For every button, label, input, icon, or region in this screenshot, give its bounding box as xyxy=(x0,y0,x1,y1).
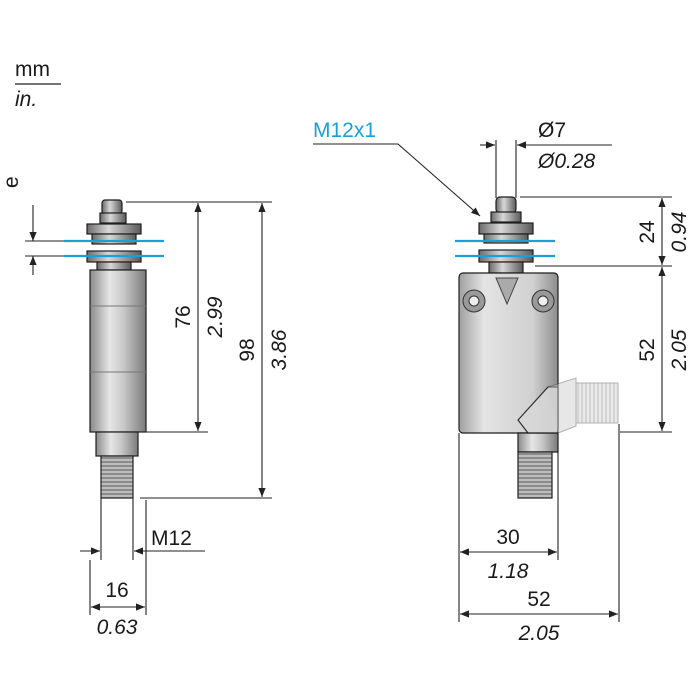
dim-52v-in: 2.05 xyxy=(668,329,691,371)
dim-30-mm: 30 xyxy=(496,526,519,549)
front-body xyxy=(458,272,559,434)
dim-front-52-horizontal: 52 2.05 xyxy=(460,424,620,645)
thread-plunger-label: M12x1 xyxy=(313,119,376,142)
dia-in-label: Ø0.28 xyxy=(537,150,596,173)
side-view-switch xyxy=(86,199,147,499)
side-washer xyxy=(91,233,137,245)
e-label: e xyxy=(0,176,23,188)
side-connector-base xyxy=(95,431,139,457)
front-connector-thread xyxy=(517,451,553,499)
dim-front-52-vertical: 52 2.05 xyxy=(620,267,691,433)
alternate-connector-ghost xyxy=(547,377,619,434)
unit-primary: mm xyxy=(15,58,50,81)
side-collar xyxy=(96,261,132,271)
dim-side-16: 16 0.63 xyxy=(89,500,147,639)
front-connector-base xyxy=(517,432,559,453)
front-view-switch xyxy=(458,196,619,499)
front-collar xyxy=(488,261,524,274)
front-nut-top xyxy=(478,222,534,235)
side-plunger-nut xyxy=(99,212,127,224)
dia-mm-label: Ø7 xyxy=(538,119,566,142)
thread-connector-label: M12 xyxy=(151,527,192,550)
front-body-notch xyxy=(495,277,519,306)
mounting-hole-right-inner xyxy=(537,295,549,307)
side-connector-thread xyxy=(100,455,134,499)
unit-legend: mm in. xyxy=(15,58,61,111)
mounting-hole-left-inner xyxy=(468,295,480,307)
front-plunger-nut xyxy=(490,211,522,223)
dim-side-m12: M12 xyxy=(80,498,205,560)
callout-leader xyxy=(313,143,481,217)
front-connector-wedge xyxy=(517,386,559,434)
side-body xyxy=(89,269,147,433)
front-plunger xyxy=(495,196,517,214)
dim-98-in: 3.86 xyxy=(268,329,291,370)
dim-front-diameter: Ø7 Ø0.28 xyxy=(480,119,612,198)
dim-76-mm: 76 xyxy=(172,305,195,328)
dim-24-in: 0.94 xyxy=(668,212,691,253)
side-plunger xyxy=(101,199,123,215)
dim-52h-mm: 52 xyxy=(527,588,550,611)
dim-front-24: 24 0.94 xyxy=(520,196,691,267)
dim-16-in: 0.63 xyxy=(97,616,138,639)
side-nut-top xyxy=(86,223,142,235)
e-marker: e xyxy=(0,176,164,275)
dim-98-mm: 98 xyxy=(236,338,259,361)
ghost-connector-thread xyxy=(575,382,619,424)
dim-16-mm: 16 xyxy=(105,579,128,602)
dim-52h-in: 2.05 xyxy=(518,622,560,645)
unit-secondary: in. xyxy=(15,88,37,111)
dim-front-30: 30 1.18 xyxy=(458,433,559,622)
callout-m12x1: M12x1 xyxy=(313,119,481,217)
dim-side-98: 98 3.86 xyxy=(140,201,291,499)
dim-76-in: 2.99 xyxy=(204,296,227,338)
dim-52v-mm: 52 xyxy=(636,338,659,361)
front-washer xyxy=(483,233,529,244)
dim-30-in: 1.18 xyxy=(488,560,529,583)
dim-side-76: 76 2.99 xyxy=(126,201,227,433)
dim-24-mm: 24 xyxy=(636,220,659,244)
